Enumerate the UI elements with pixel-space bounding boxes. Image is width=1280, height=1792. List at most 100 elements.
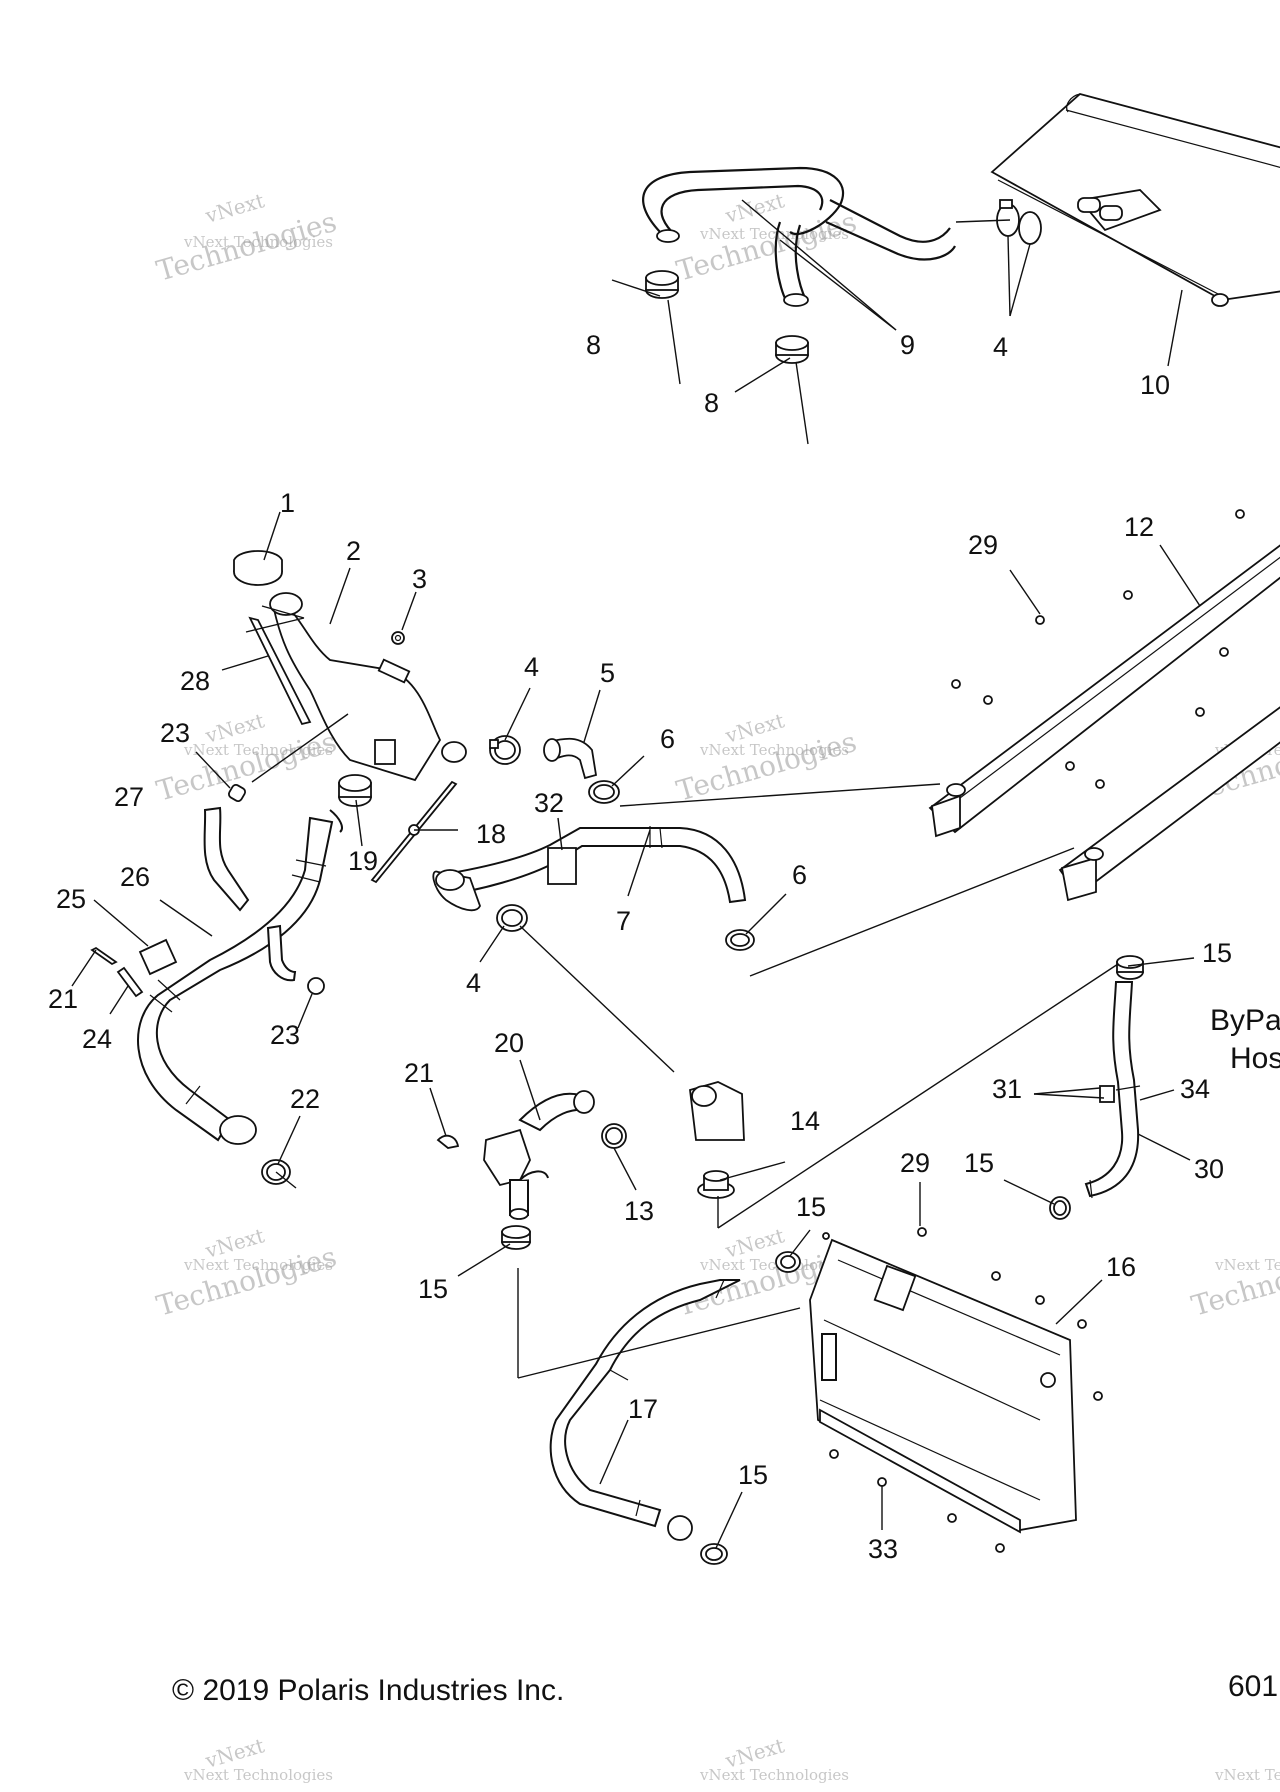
label-1: 1 [280, 488, 295, 518]
watermark-line2: vNext Technologies [699, 741, 849, 759]
clamp-15-upper [775, 1251, 801, 1273]
label-29b: 29 [900, 1148, 930, 1178]
label-22: 22 [290, 1084, 320, 1114]
watermark: vNext vNext Technologies Technologies [153, 1223, 340, 1323]
clamp-15-bypass-top [1116, 955, 1144, 980]
label-6a: 6 [660, 724, 675, 754]
label-33: 33 [868, 1534, 898, 1564]
label-20: 20 [494, 1028, 524, 1058]
clamp-8b [775, 335, 809, 364]
label-32: 32 [534, 788, 564, 818]
watermark-line1: vNext [722, 188, 787, 228]
label-8a: 8 [586, 330, 601, 360]
label-28: 28 [180, 666, 210, 696]
label-8b: 8 [704, 388, 719, 418]
label-30: 30 [1194, 1154, 1224, 1184]
label-15d: 15 [964, 1148, 994, 1178]
center-hose-assembly [432, 826, 755, 951]
clamp-13 [601, 1123, 627, 1149]
watermark: vNext Technologies [1214, 1766, 1280, 1784]
watermark: vNext vNext Technologies Technologies [673, 708, 860, 808]
label-29a: 29 [968, 530, 998, 560]
watermark-line2: vNext Technologies [183, 741, 333, 759]
radiator-shield-16 [809, 1238, 1077, 1534]
lower-left-hoses [90, 806, 343, 1185]
label-23a: 23 [160, 718, 190, 748]
copyright-text: © 2019 Polaris Industries Inc. [172, 1674, 564, 1707]
watermark-line1: vNext [202, 188, 267, 228]
watermark: vNext Technologies Technologies [1188, 1240, 1280, 1323]
page-code: 601 [1228, 1670, 1278, 1703]
label-16: 16 [1106, 1252, 1136, 1282]
upper-hose-assembly [642, 93, 1280, 364]
label-24: 24 [82, 1024, 112, 1054]
clamp-19 [338, 774, 372, 807]
watermark-line2: vNext Technologies [183, 1256, 333, 1274]
label-23b: 23 [270, 1020, 300, 1050]
clamp-4-mid [489, 735, 521, 765]
label-4b: 4 [524, 652, 539, 682]
footer: © 2019 Polaris Industries Inc. 601 [172, 1670, 1278, 1707]
label-21a: 21 [48, 984, 78, 1014]
fill-neck-assembly [228, 550, 620, 884]
part-labels: 1 2 3 28 23 27 26 25 21 24 23 22 8 8 9 4… [48, 330, 1232, 1564]
watermark-line2: vNext Technologies [183, 1766, 333, 1784]
watermark: vNext vNext Technologies Technologies [153, 188, 340, 288]
label-10: 10 [1140, 370, 1170, 400]
label-3: 3 [412, 564, 427, 594]
watermark: vNext vNext Technologies [699, 1733, 849, 1784]
watermark-line3: Technologies [1188, 1240, 1280, 1323]
label-5: 5 [600, 658, 615, 688]
label-26: 26 [120, 862, 150, 892]
watermark-line2: vNext Technologies [183, 233, 333, 251]
thermostat-assembly [436, 1081, 745, 1250]
label-19: 19 [348, 846, 378, 876]
label-15c: 15 [1202, 938, 1232, 968]
label-15e: 15 [738, 1460, 768, 1490]
clamp-15a [501, 1225, 531, 1250]
clamp-15-bypass-low [1049, 1196, 1071, 1220]
label-27: 27 [114, 782, 144, 812]
bolts-29 [951, 509, 1245, 789]
watermark: vNext vNext Technologies Technologies [673, 188, 860, 288]
clamp-15-lower [700, 1543, 728, 1565]
bypass-note-line1: ByPa [1210, 1004, 1280, 1037]
lower-radiator-assembly [549, 1227, 1103, 1565]
label-18: 18 [476, 819, 506, 849]
watermark-line2: vNext Technologies [1214, 1256, 1280, 1274]
label-15a: 15 [418, 1274, 448, 1304]
label-31: 31 [992, 1074, 1022, 1104]
label-9: 9 [900, 330, 915, 360]
bypass-hose [1049, 955, 1144, 1220]
label-14: 14 [790, 1106, 820, 1136]
clamp-6b [725, 929, 755, 951]
cap-1 [233, 550, 283, 586]
clamp-8a [645, 270, 679, 299]
label-17: 17 [628, 1394, 658, 1424]
clamp-4-top [996, 199, 1042, 245]
watermark-line2: vNext Technologies [1214, 1766, 1280, 1784]
bypass-note: ByPa Hos [1210, 1004, 1280, 1075]
cooler-10 [990, 93, 1280, 307]
callout-lines [71, 199, 1201, 1549]
label-6b: 6 [792, 860, 807, 890]
label-34: 34 [1180, 1074, 1210, 1104]
watermark: vNext vNext Technologies [183, 1733, 333, 1784]
label-4c: 4 [466, 968, 481, 998]
label-4a: 4 [993, 332, 1008, 362]
label-21b: 21 [404, 1058, 434, 1088]
watermark-line3: Technologies [153, 1240, 340, 1323]
label-15b: 15 [796, 1192, 826, 1222]
label-12: 12 [1124, 512, 1154, 542]
watermark-line2: vNext Technologies [699, 1766, 849, 1784]
bypass-note-line2: Hos [1230, 1042, 1280, 1075]
watermark-line2: vNext Technologies [699, 1256, 849, 1274]
cooling-tubes-12 [928, 509, 1280, 902]
label-2: 2 [346, 536, 361, 566]
label-13: 13 [624, 1196, 654, 1226]
clamp-4-low [496, 904, 528, 932]
clamp-6a [588, 780, 620, 804]
label-25: 25 [56, 884, 86, 914]
label-7: 7 [616, 906, 631, 936]
